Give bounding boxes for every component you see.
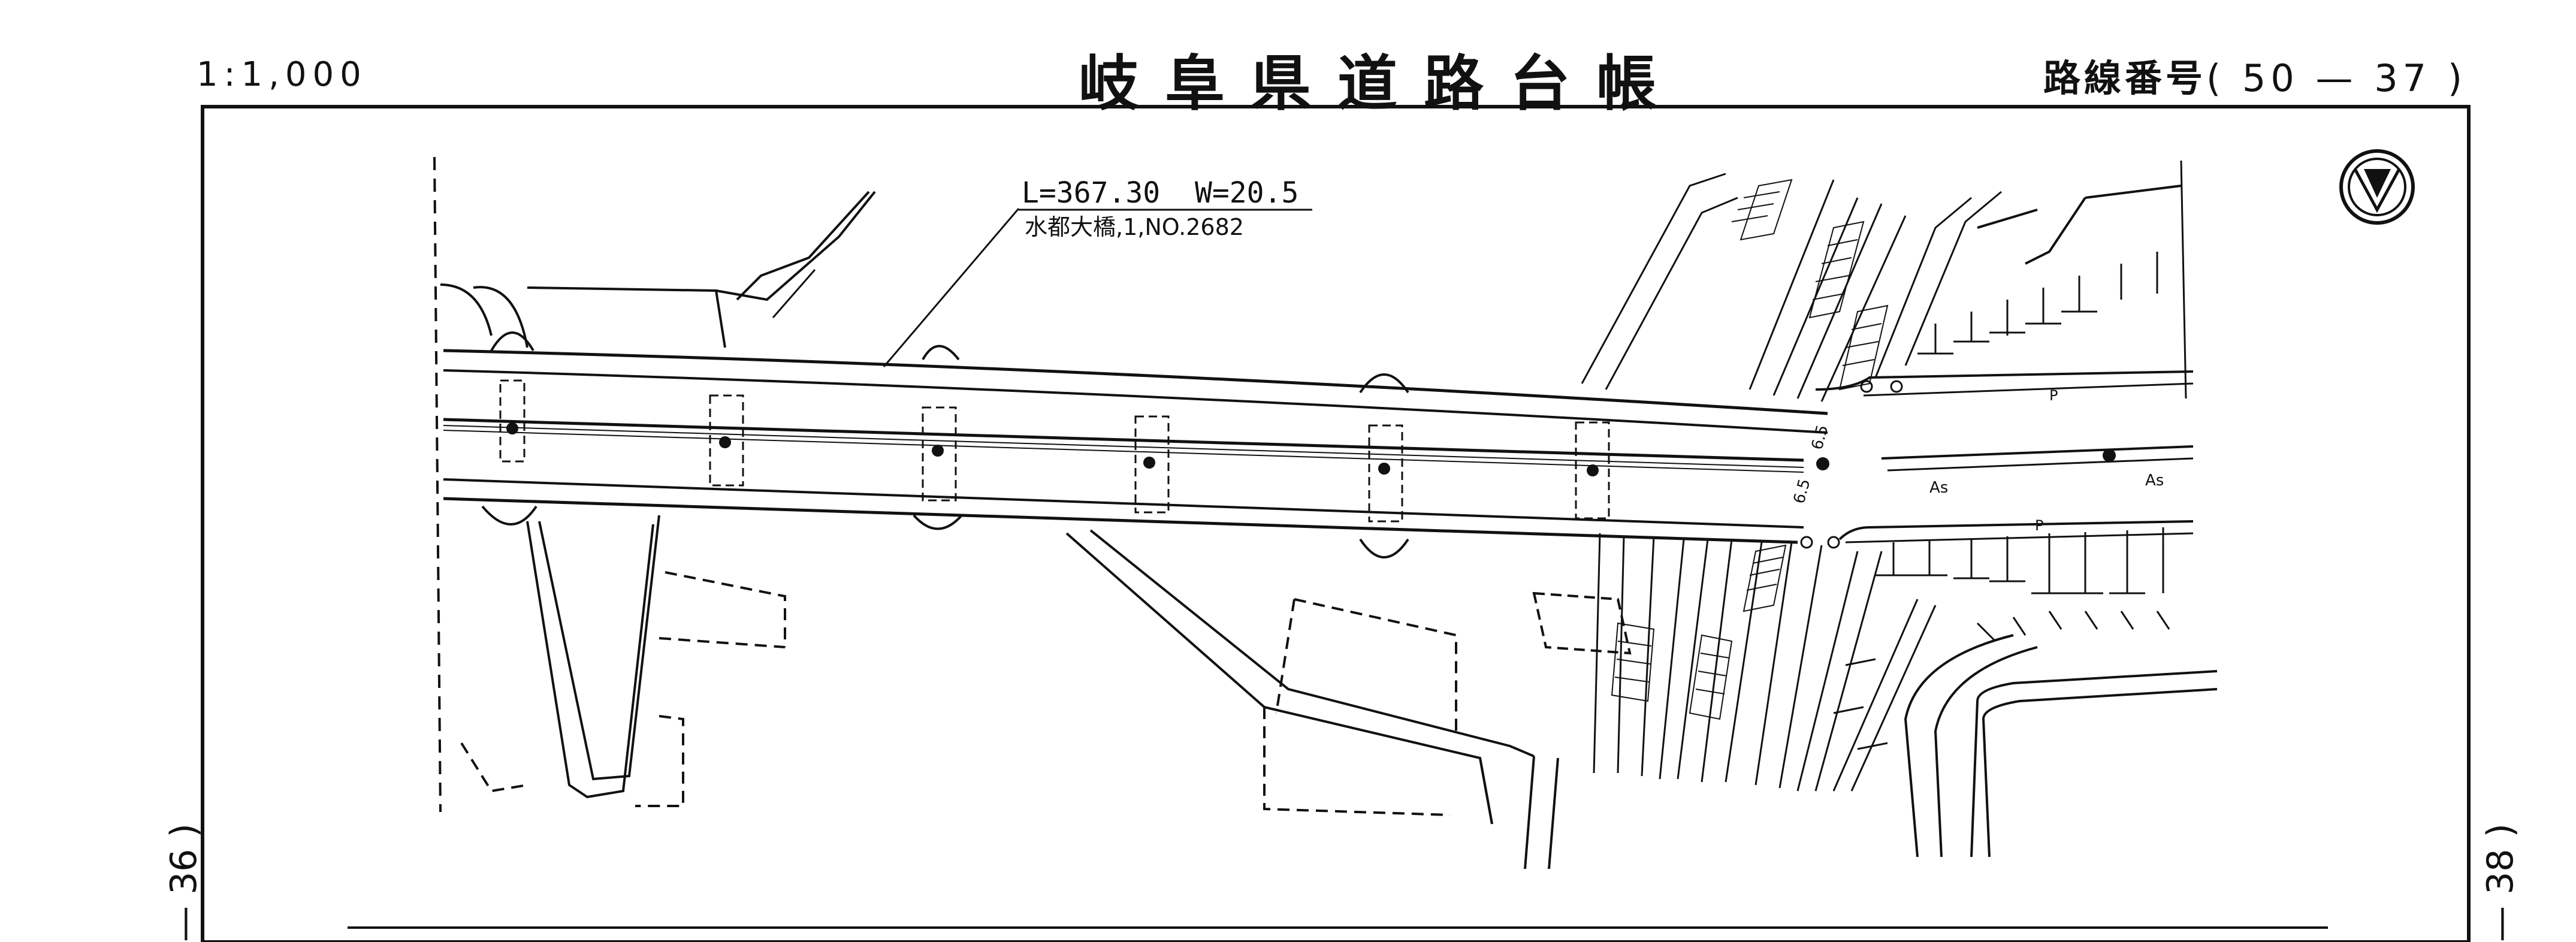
scale-label: 1:1,000 [197,55,367,94]
lower-right-block [1904,185,2218,858]
width-label-1: 6.5 [1808,423,1832,452]
width-label-2: 6.5 [1790,477,1814,506]
bridge-leader [883,208,1020,367]
parking-label-1: P [2049,387,2058,404]
parking-label-2: P [2035,517,2043,534]
map-frame [201,105,2471,942]
lower-left-roads [460,515,786,807]
surface-label-2: As [2145,472,2164,490]
paving-hatch [1611,179,1889,720]
bridge-name-label: 水都大橋,1,NO.2682 [1025,214,1244,240]
pier-bulges [481,331,1409,558]
bridge-road [443,349,1828,544]
route-number: 路線番号( 50 — 37 ) [2043,48,2467,102]
right-diagonal-streets [1581,173,2002,792]
upper-left-roads [440,191,876,348]
route-number-label: 路線番号 [2043,56,2207,100]
north-arrow-icon [2339,149,2415,225]
surface-label-1: As [1929,479,1948,497]
parking-stalls [1833,252,2170,750]
right-avenue [1800,370,2194,549]
boundary-line [433,156,442,813]
pier-pins [506,422,2116,476]
route-number-value: ( 50 — 37 ) [2206,56,2468,100]
middle-lower-roads [1065,529,1632,869]
bridge-piers [499,379,1610,523]
bridge-dims-label: L=367.30 W=20.5 [1022,176,1298,210]
